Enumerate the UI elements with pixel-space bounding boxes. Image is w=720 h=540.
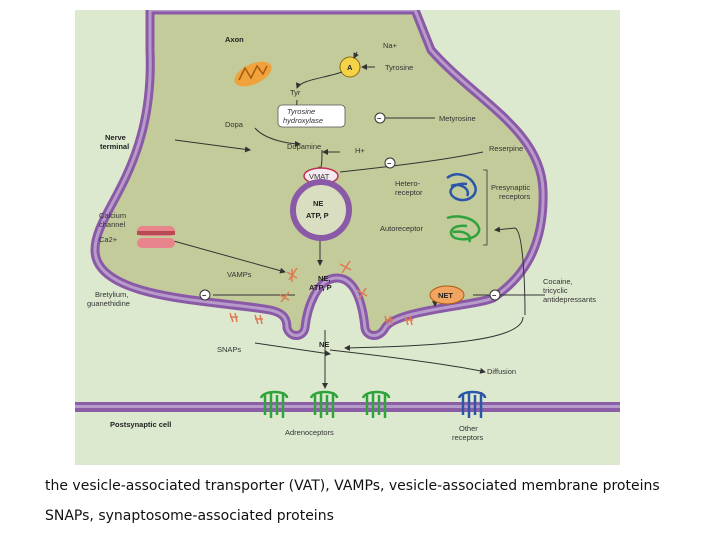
tyrosine-transporter-a [339,56,361,78]
cocaine-label: Cocaine, [543,277,573,286]
calcium-ion-label: Ca2+ [99,235,118,244]
calcium-channel-icon [137,226,175,248]
dopa-label: Dopa [225,120,244,129]
tyrosine-hydroxylase-label-2: hydroxylase [283,116,323,125]
synaptic-vesicle [290,179,352,241]
released-atp-label: ATP, P [309,283,332,292]
nerve-terminal-label-2: terminal [100,142,129,151]
tyr-label: Tyr [290,88,301,97]
presynaptic-receptors-label: Presynaptic [491,183,530,192]
net-transporter [429,285,465,305]
tyrosine-label: Tyrosine [385,63,413,72]
caption-line-1: the vesicle-associated transporter (VAT)… [45,478,660,494]
nerve-terminal-label: Nerve [105,133,126,142]
tyrosine-hydroxylase-label: Tyrosine [287,107,315,116]
minus-metyrosine: − [377,114,382,123]
inhibition-markers [199,112,501,301]
autoreceptor-label: Autoreceptor [380,224,423,233]
calcium-channel-label-2: channel [99,220,126,229]
heteroreceptor-label: Hetero- [395,179,421,188]
other-receptors-label-2: receptors [452,433,484,442]
autoreceptor-icon [446,215,481,243]
mitochondrion-icon [234,61,272,87]
vesicle-ne-label: NE [313,199,323,208]
vmat-label: VMAT [309,172,330,181]
other-receptor-icon [457,390,487,418]
h-plus-label: H+ [355,146,365,155]
nerve-terminal-diagram: A Tyrosine hydroxylase VMAT NE ATP, P [75,5,620,465]
adrenoceptors-label: Adrenoceptors [285,428,334,437]
heteroreceptor-icon [446,173,477,202]
snare-proteins-icon [229,260,413,326]
adrenoceptor-icon [259,390,391,418]
diffusion-label: Diffusion [487,367,516,376]
calcium-channel-label: Calcium [99,211,126,220]
vesicle-atp-label: ATP, P [306,211,329,220]
minus-bretylium: − [202,291,207,300]
bretylium-label: Bretylium, [95,290,128,299]
net-label: NET [438,291,453,300]
snaps-label: SNAPs [217,345,241,354]
na-label: Na+ [383,41,398,50]
heteroreceptor-label-2: receptor [395,188,423,197]
minus-reserpine: − [387,159,392,168]
other-receptors-label: Other [459,424,478,433]
bretylium-label-2: guanethidine [87,299,130,308]
postsynaptic-cell-label: Postsynaptic cell [110,420,171,429]
cocaine-label-3: antidepressants [543,295,596,304]
axon-label: Axon [225,35,244,44]
postsynaptic-cell [75,412,620,465]
transporter-a-label: A [347,63,353,72]
metyrosine-label: Metyrosine [439,114,476,123]
cleft-ne-label: NE [319,340,329,349]
presynaptic-receptors-label-2: receptors [499,192,531,201]
caption-line-2: SNAPs, synaptosome-associated proteins [45,508,334,524]
vamps-label: VAMPs [227,270,252,279]
reserpine-label: Reserpine [489,144,523,153]
tyrosine-hydroxylase-box [277,104,346,128]
dopamine-label: Dopamine [287,142,321,151]
minus-cocaine: − [492,291,497,300]
cocaine-label-2: tricyclic [543,286,568,295]
released-ne-label: NE, [318,274,331,283]
